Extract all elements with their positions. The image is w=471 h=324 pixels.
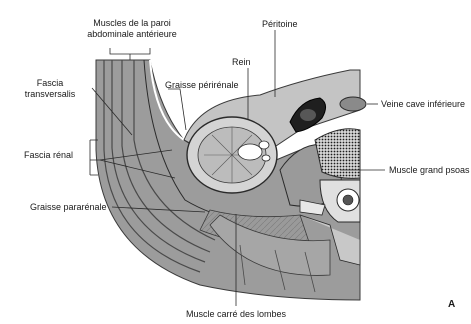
label-muscles-paroi: Muscles de la paroi abdominale antérieur…: [78, 18, 186, 40]
panel-letter: A: [448, 299, 455, 310]
vertebra-body: [315, 129, 360, 179]
label-peritoine: Péritoine: [262, 19, 298, 30]
vena-cava: [340, 97, 366, 111]
label-muscle-psoas: Muscle grand psoas: [389, 165, 470, 176]
label-fascia-transversalis: Fascia transversalis: [22, 78, 78, 100]
label-fascia-renal: Fascia rénal: [24, 150, 73, 161]
label-graisse-perirenale: Graisse périrénale: [165, 80, 239, 91]
label-veine-cave: Veine cave inférieure: [381, 99, 465, 110]
label-graisse-pararenale: Graisse pararénale: [30, 202, 107, 213]
label-rein: Rein: [232, 57, 251, 68]
label-muscle-carre: Muscle carré des lombes: [168, 309, 304, 320]
